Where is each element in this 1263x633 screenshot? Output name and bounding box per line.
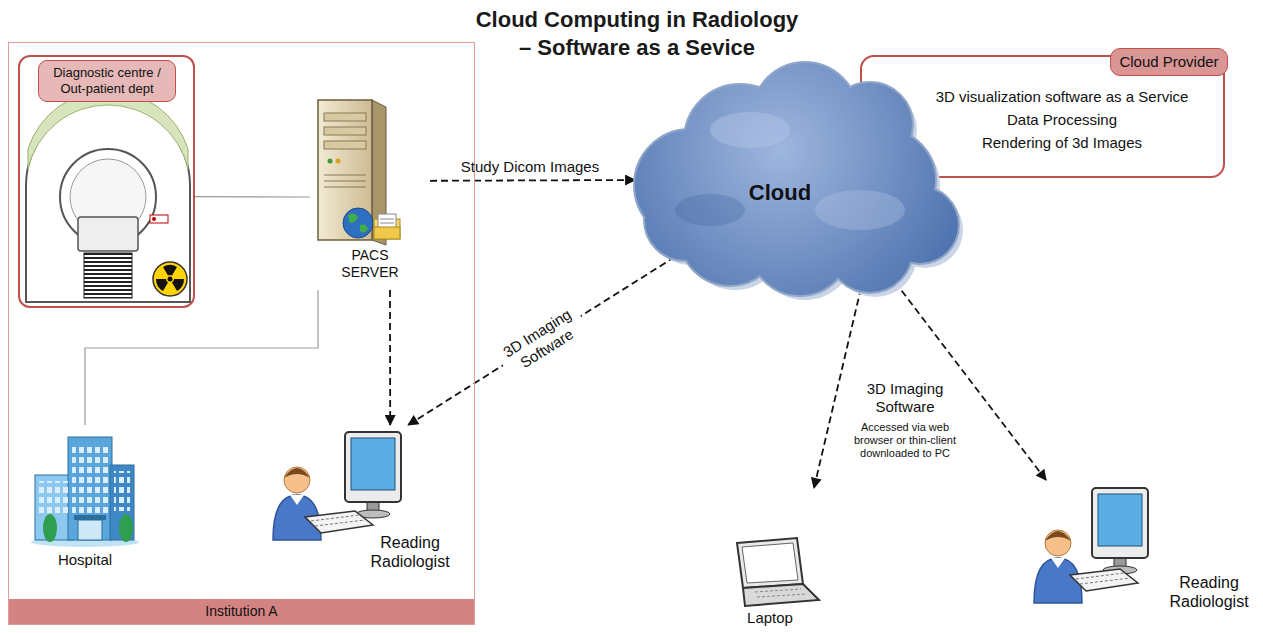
box-heading: Cloud Provider	[1110, 48, 1228, 76]
illustration-part	[328, 159, 333, 164]
illustration-part	[43, 514, 57, 542]
illustration-part	[305, 511, 373, 533]
illustration-part	[743, 584, 819, 606]
illustration-part	[351, 438, 395, 490]
hospital-icon	[30, 425, 140, 550]
illustration-part	[675, 194, 745, 226]
service-line: Data Processing	[902, 110, 1222, 130]
cloud: Cloud	[630, 60, 960, 300]
connector-label: Study Dicom Images	[445, 158, 615, 176]
dashed-arrow	[814, 288, 861, 488]
illustration-part	[318, 100, 372, 240]
illustration-part	[169, 275, 185, 292]
icon-label: Reading Radiologist	[1162, 573, 1256, 611]
illustration-part	[311, 515, 365, 526]
illustration-part	[1098, 494, 1142, 546]
note-text: Accessed via web browser or thin-client …	[848, 421, 962, 460]
dashed-arrow	[408, 257, 675, 425]
connector-label: 3D Imaging Software	[855, 380, 955, 416]
laptop-icon	[715, 488, 825, 608]
reading-radiologist: Reading Radiologist	[275, 425, 455, 575]
illustration-part	[154, 275, 170, 292]
illustration-part	[150, 215, 168, 223]
icon-label: Reading Radiologist	[355, 533, 465, 571]
illustration-part	[1045, 530, 1071, 556]
illustration-part	[119, 514, 133, 542]
dashed-arrow	[430, 179, 635, 182]
illustration-part	[324, 127, 366, 135]
illustration-part	[84, 253, 132, 298]
illustration-part	[1045, 531, 1071, 541]
illustration-part	[168, 277, 173, 282]
illustration-part	[284, 467, 310, 493]
institution-name: Institution A	[9, 599, 474, 624]
illustration-part	[380, 219, 394, 223]
illustration-part	[324, 141, 366, 149]
network-line	[85, 290, 318, 425]
illustration-part	[163, 265, 177, 276]
illustration-part	[710, 112, 790, 148]
illustration-part	[345, 432, 401, 502]
illustration-part	[114, 471, 130, 511]
illustration-part	[1070, 569, 1138, 591]
radiologist-workstation-icon	[275, 425, 455, 545]
illustration-part	[39, 481, 69, 516]
diagram-title: Cloud Computing in Radiology – Software …	[470, 6, 804, 62]
illustration-part	[78, 217, 138, 251]
icon-label: PACS SERVER	[335, 247, 405, 281]
cloud-label: Cloud	[725, 180, 835, 206]
illustration-part	[755, 589, 807, 597]
illustration-part	[324, 113, 366, 121]
illustration-part	[737, 538, 803, 588]
box-heading: Diagnostic centre / Out-patient dept	[38, 60, 176, 102]
diagnostic-centre-box: Diagnostic centre / Out-patient dept	[18, 55, 195, 308]
network-line	[195, 196, 310, 198]
illustration-part	[153, 262, 187, 296]
icon-label: Laptop	[715, 609, 825, 627]
illustration-part	[742, 543, 798, 583]
illustration-part	[336, 159, 341, 164]
illustration-part	[72, 443, 108, 513]
dashed-arrow	[389, 290, 391, 425]
illustration-part	[324, 175, 366, 187]
illustration-part	[1092, 488, 1148, 558]
illustration-part	[26, 103, 190, 302]
icon-label: Hospital	[30, 551, 140, 569]
illustration-part	[68, 437, 112, 540]
illustration-part	[153, 262, 187, 296]
service-line: Rendering of 3d Images	[902, 133, 1222, 153]
institution-region: Institution A Diagnostic centre / Out-pat…	[8, 42, 475, 625]
service-line: 3D visualization software as a Service	[902, 87, 1222, 107]
illustration-part	[374, 227, 400, 239]
illustration-part	[152, 217, 156, 221]
laptop: Laptop	[715, 488, 825, 630]
illustration-part	[815, 190, 905, 230]
illustration-part	[343, 208, 373, 238]
reading-radiologist: Reading Radiologist	[1030, 480, 1258, 620]
illustration-part	[348, 213, 368, 232]
illustration-part	[1051, 558, 1065, 568]
pacs-server: PACS SERVER	[310, 95, 430, 290]
illustration-part	[74, 515, 106, 520]
illustration-part	[1076, 573, 1130, 584]
illustration-part	[78, 520, 102, 540]
hospital: Hospital	[30, 425, 140, 570]
connector-label: 3D Imaging Software	[492, 300, 590, 381]
illustration-part	[284, 468, 310, 478]
illustration-part	[290, 495, 304, 505]
